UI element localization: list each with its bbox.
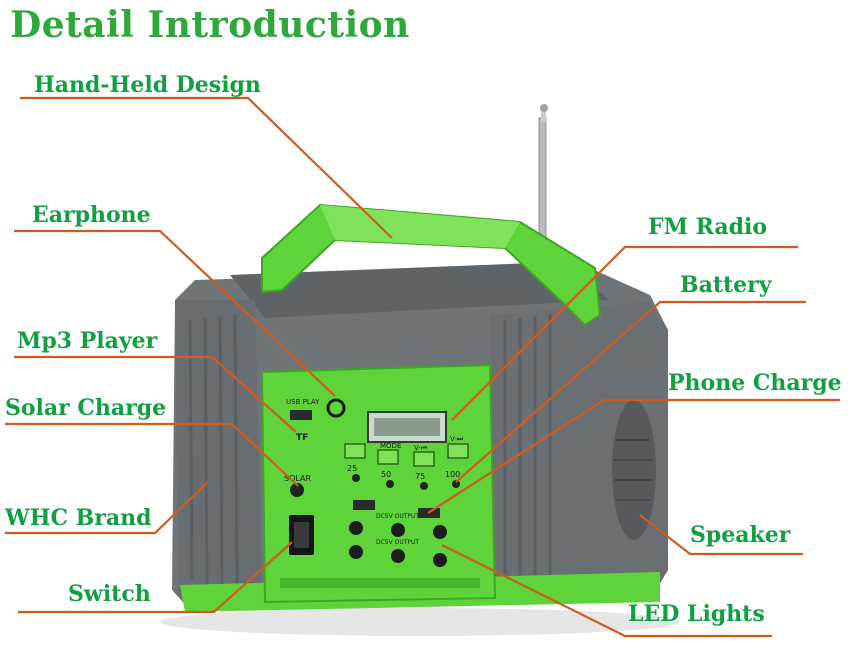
leader-earphone bbox=[14, 229, 336, 397]
leader-battery bbox=[455, 300, 806, 483]
panel-v-next: V-⏭ bbox=[450, 435, 464, 443]
label-solar-charge: Solar Charge bbox=[5, 395, 167, 421]
panel-v-prev: V-⏮ bbox=[414, 444, 427, 452]
leader-switch bbox=[18, 541, 293, 614]
panel-tf: TF bbox=[296, 433, 308, 443]
leader-lines bbox=[5, 96, 840, 638]
label-hand-held-design: Hand-Held Design bbox=[34, 72, 261, 98]
earphone-jack-icon bbox=[326, 398, 346, 418]
ground-shadow bbox=[160, 608, 680, 636]
leader-speaker bbox=[639, 514, 803, 556]
leader-mp3 bbox=[14, 355, 297, 433]
speaker-grille bbox=[612, 400, 656, 540]
panel-dc-output-1: DC5V OUTPUT bbox=[376, 513, 419, 520]
leader-brand bbox=[5, 481, 209, 535]
battery-indicators bbox=[352, 474, 460, 490]
panel-25: 25 bbox=[347, 464, 357, 473]
panel-usb-play: USB PLAY bbox=[286, 398, 320, 406]
panel-100: 100 bbox=[445, 470, 460, 479]
solar-port bbox=[290, 483, 304, 497]
label-battery: Battery bbox=[680, 272, 772, 298]
label-switch: Switch bbox=[68, 581, 151, 607]
usb-port bbox=[290, 410, 312, 420]
panel-solar: SOLAR bbox=[284, 474, 311, 483]
label-phone-charge: Phone Charge bbox=[668, 370, 842, 396]
dc-jacks bbox=[349, 521, 447, 567]
control-buttons bbox=[344, 443, 469, 467]
front-panel bbox=[260, 363, 497, 604]
leader-fm bbox=[451, 245, 798, 421]
leader-phone bbox=[427, 398, 840, 514]
label-led-lights: LED Lights bbox=[628, 601, 765, 627]
panel-mode: MODE bbox=[380, 442, 401, 450]
panel-50: 50 bbox=[381, 470, 391, 479]
panel-dc-output-2: DC5V OUTPUT bbox=[376, 539, 419, 546]
leader-hand-held bbox=[20, 96, 393, 239]
label-fm-radio: FM Radio bbox=[648, 214, 768, 240]
leader-led bbox=[441, 544, 772, 638]
label-mp3-player: Mp3 Player bbox=[17, 328, 158, 354]
label-speaker: Speaker bbox=[690, 522, 791, 548]
label-earphone: Earphone bbox=[32, 202, 151, 228]
page-title: Detail Introduction bbox=[10, 4, 410, 46]
leader-solar bbox=[5, 422, 299, 487]
usb-output-1 bbox=[353, 500, 375, 510]
panel-75: 75 bbox=[415, 472, 425, 481]
label-whc-brand: WHC Brand bbox=[5, 505, 152, 531]
